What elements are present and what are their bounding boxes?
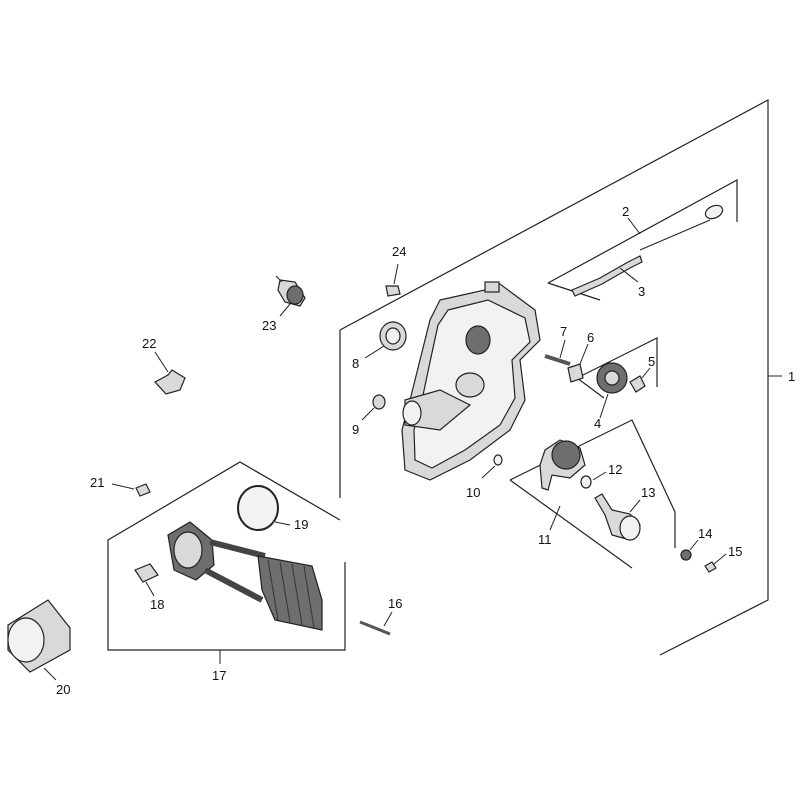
oil-cooler-core bbox=[257, 555, 323, 631]
leader-10 bbox=[481, 465, 496, 479]
callout-4: 4 bbox=[594, 416, 601, 431]
gear-frame bbox=[576, 337, 658, 387]
cover-shaft-end bbox=[402, 400, 422, 426]
dipstick-rod bbox=[639, 219, 711, 251]
dipstick-frame bbox=[547, 178, 738, 284]
callout-19: 19 bbox=[294, 517, 308, 532]
leader-18 bbox=[145, 581, 155, 597]
o-ring-10 bbox=[493, 454, 503, 466]
oil-filter-end bbox=[7, 617, 45, 663]
leader-7 bbox=[559, 339, 566, 359]
callout-7: 7 bbox=[560, 324, 567, 339]
callout-12: 12 bbox=[608, 462, 622, 477]
oil-pump-frame-bottom bbox=[509, 479, 633, 569]
leader-9 bbox=[361, 407, 375, 421]
bolt-16 bbox=[359, 620, 391, 636]
leader-23 bbox=[279, 303, 291, 317]
oil-pump-frame bbox=[509, 419, 676, 548]
callout-6: 6 bbox=[587, 330, 594, 345]
leader-5 bbox=[641, 367, 651, 379]
pressure-switch-terminal bbox=[275, 275, 283, 283]
screw-24 bbox=[385, 285, 401, 297]
callout-14: 14 bbox=[698, 526, 712, 541]
callout-2: 2 bbox=[622, 204, 629, 219]
leader-11 bbox=[549, 505, 561, 531]
cooler-fin-1 bbox=[267, 559, 279, 621]
leader-3 bbox=[619, 267, 639, 283]
callout-8: 8 bbox=[352, 356, 359, 371]
nut bbox=[680, 549, 692, 561]
callout-17: 17 bbox=[212, 668, 226, 683]
callout-13: 13 bbox=[641, 485, 655, 500]
leader-20 bbox=[43, 667, 57, 681]
gear-washer bbox=[567, 363, 584, 383]
leader-12 bbox=[592, 471, 607, 481]
callout-16: 16 bbox=[388, 596, 402, 611]
shaft-pin bbox=[544, 354, 571, 366]
oil-pickup-screen bbox=[619, 515, 641, 541]
leader-13 bbox=[629, 499, 641, 513]
cover-lug bbox=[484, 281, 500, 293]
oil-seal-inner bbox=[385, 327, 401, 345]
callout-5: 5 bbox=[648, 354, 655, 369]
dipstick-tube bbox=[571, 255, 643, 297]
callout-3: 3 bbox=[638, 284, 645, 299]
callout-22: 22 bbox=[142, 336, 156, 351]
cooler-fin-4 bbox=[303, 565, 315, 629]
cooler-hose-upper bbox=[209, 539, 266, 559]
screw-15 bbox=[704, 561, 717, 573]
callout-21: 21 bbox=[90, 475, 104, 490]
leader-2 bbox=[627, 217, 641, 235]
governor-cup bbox=[629, 375, 646, 393]
callout-10: 10 bbox=[466, 485, 480, 500]
cooler-fin-3 bbox=[291, 563, 303, 626]
oil-pump-gear bbox=[551, 440, 581, 470]
oil-cooler-frame bbox=[107, 461, 346, 651]
cover-bore bbox=[465, 325, 491, 355]
callout-15: 15 bbox=[728, 544, 742, 559]
leader-8 bbox=[364, 345, 385, 359]
callout-20: 20 bbox=[56, 682, 70, 697]
o-ring-19 bbox=[237, 485, 279, 531]
elbow-fitting bbox=[154, 369, 186, 395]
callout-11: 11 bbox=[538, 532, 552, 547]
adapter-face bbox=[173, 531, 203, 569]
leader-19 bbox=[274, 521, 291, 526]
leader-4 bbox=[599, 393, 609, 419]
leader-15 bbox=[713, 553, 727, 565]
hose-clamp bbox=[135, 483, 151, 497]
pressure-switch-body bbox=[286, 285, 304, 305]
callout-18: 18 bbox=[150, 597, 164, 612]
callout-24: 24 bbox=[392, 244, 406, 259]
cooler-hose-lower bbox=[203, 567, 264, 603]
leader-22 bbox=[154, 351, 169, 373]
bushing bbox=[372, 394, 386, 410]
governor-gear-hub bbox=[604, 370, 620, 386]
callout-1: 1 bbox=[788, 369, 795, 384]
cooler-fin-2 bbox=[279, 561, 291, 623]
dipstick-handle bbox=[704, 204, 724, 220]
leader-16 bbox=[383, 611, 393, 627]
o-ring-12 bbox=[580, 475, 592, 489]
leader-6 bbox=[579, 343, 589, 365]
leader-14 bbox=[689, 539, 699, 551]
callout-9: 9 bbox=[352, 422, 359, 437]
leader-24 bbox=[393, 263, 399, 285]
assembly-frame-1 bbox=[339, 98, 769, 656]
leader-21 bbox=[111, 483, 135, 490]
callout-23: 23 bbox=[262, 318, 276, 333]
cover-oil-bore bbox=[455, 372, 485, 398]
filter-nipple bbox=[134, 563, 159, 583]
gear-frame-bottom bbox=[576, 377, 605, 399]
